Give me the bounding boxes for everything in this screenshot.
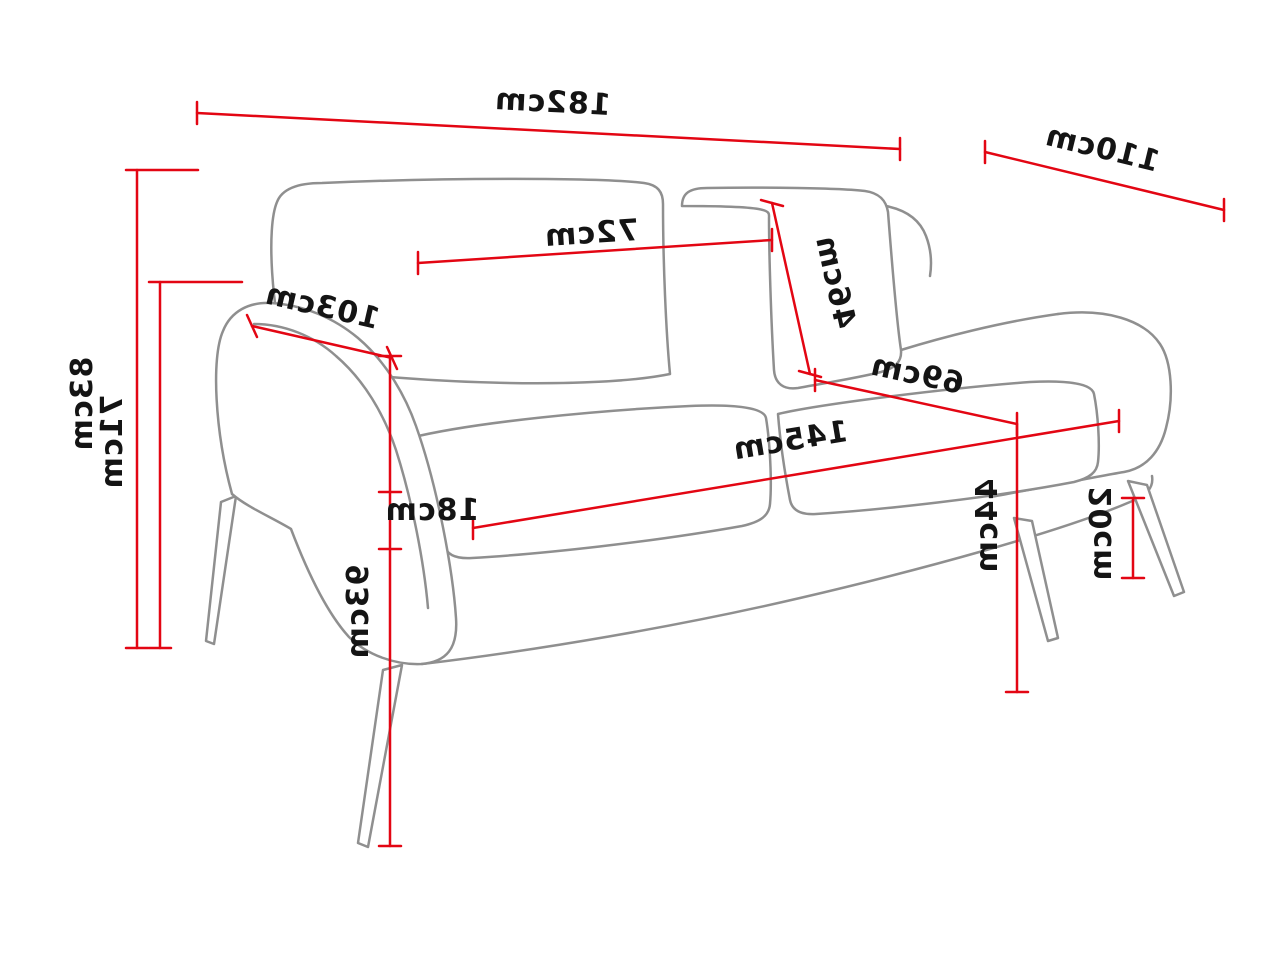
dim-back-height-label: 71cm: [95, 395, 130, 490]
dim-seat-depth-line: [813, 378, 1019, 426]
dim-tick: [385, 345, 399, 371]
sofa-left-arm-outer: [214, 301, 458, 666]
sofa-frame-top-right: [884, 204, 933, 278]
dim-tick: [797, 369, 823, 379]
dim-back-cushion-height-line: [770, 201, 812, 376]
dim-overall-depth: 110cm: [983, 118, 1226, 223]
dim-overall-width: 182cm: [195, 82, 902, 162]
sofa-leg-front-right: [1012, 516, 1060, 643]
sofa-back-cushion-left: [270, 177, 672, 385]
sofa-leg-front-left: [356, 663, 404, 849]
sofa-seat-cushion-right: [776, 380, 1101, 516]
dim-back-cushion-width-line: [416, 238, 774, 265]
dim-back-cushion-width: 72cm: [416, 213, 774, 276]
sofa-leg-right: [1126, 479, 1186, 598]
dim-tick: [759, 198, 785, 208]
dim-arm-front-height: 93cm 18cm: [341, 354, 480, 848]
dim-seat-height: 44cm: [970, 422, 1030, 694]
dim-arm-width-label: 18cm: [385, 493, 480, 528]
sofa-backrest-to-right-arm: [899, 312, 1060, 352]
sofa-left-arm-inner-ridge: [252, 322, 430, 610]
dim-seat-height-label: 44cm: [970, 479, 1005, 574]
dim-tick: [245, 313, 259, 339]
sofa-leg-back-left: [204, 494, 238, 646]
dim-arm-depth-line: [250, 324, 394, 360]
dim-seat-width-line: [471, 419, 1121, 530]
dim-overall-width-label: 182cm: [493, 82, 611, 123]
dim-back-cushion-width-label: 72cm: [543, 213, 640, 254]
dim-overall-depth-line: [983, 150, 1226, 212]
dim-back-height: 71cm: [95, 280, 244, 650]
dim-overall-height: 83cm: [65, 168, 200, 650]
sofa-base-front: [420, 474, 1154, 666]
dim-arm-front-height-label: 93cm: [341, 565, 376, 660]
dim-leg-height: 20cm: [1084, 487, 1146, 582]
dim-leg-height-label: 20cm: [1084, 487, 1119, 582]
dim-overall-width-line: [195, 111, 902, 151]
sofa-outline: [204, 177, 1186, 849]
sofa-seat-cushion-left: [408, 404, 773, 560]
dim-overall-height-label: 83cm: [65, 357, 100, 452]
